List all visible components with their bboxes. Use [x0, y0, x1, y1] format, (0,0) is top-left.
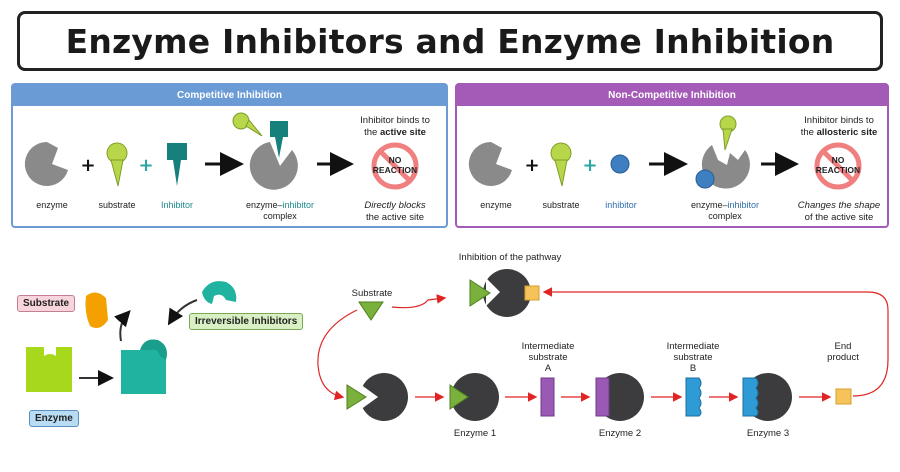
irreversible-inhibitor-icon [202, 281, 237, 304]
competitive-inhibitor-icon [167, 143, 187, 186]
noncompetitive-inhibitor-label: inhibitor [605, 200, 637, 210]
inhibited-enzyme-icon [469, 269, 540, 317]
substrate-orange-icon [85, 292, 108, 328]
noncompetitive-inhibition-panel: Non-Competitive Inhibition [455, 83, 889, 228]
substrate-triangle-icon [358, 301, 384, 321]
plus-icon: + [582, 155, 597, 176]
noncompetitive-substrate-label: substrate [542, 200, 580, 210]
noncompetitive-header: Non-Competitive Inhibition [457, 85, 887, 106]
enzyme-tag: Enzyme [29, 410, 79, 427]
plus-icon: + [524, 155, 539, 176]
enzyme-open-icon [346, 373, 408, 421]
arrow-icon [317, 309, 358, 401]
arrow-icon [391, 294, 447, 309]
plus-icon: + [80, 155, 95, 176]
arrow-icon [114, 310, 131, 342]
substrate-label: Substrate [351, 288, 393, 299]
competitive-inhibitor-label: Inhibitor [160, 200, 194, 210]
no-reaction-icon [814, 142, 862, 190]
feedback-arrow [542, 287, 889, 397]
title-box: Enzyme Inhibitors and Enzyme Inhibition [17, 11, 883, 71]
plus-icon: + [138, 155, 153, 176]
enzyme-2-label: Enzyme 2 [598, 428, 642, 439]
enzyme-2-icon [595, 373, 644, 421]
irreversible-inhibitors-tag: Irreversible Inhibitors [189, 313, 304, 330]
competitive-substrate-label: substrate [98, 200, 136, 210]
enzyme-lime-icon [26, 347, 72, 392]
page-title: Enzyme Inhibitors and Enzyme Inhibition [65, 21, 835, 61]
enzyme-icon [468, 141, 512, 186]
no-reaction-icon [371, 142, 419, 190]
substrate-tag: Substrate [17, 295, 76, 312]
enzyme-inhibitor-bound-icon [121, 339, 167, 394]
intermediate-b-icon [685, 377, 702, 417]
enzyme-3-icon [742, 373, 792, 421]
enzyme-inhibitor-complex-icon [232, 112, 298, 190]
competitive-enzyme-label: enzyme [36, 200, 68, 210]
noncompetitive-enzyme-label: enzyme [480, 200, 512, 210]
arrow-icon [167, 299, 198, 326]
enzyme-1-label: Enzyme 1 [453, 428, 497, 439]
intermediate-a-icon [540, 377, 555, 417]
substrate-icon [550, 142, 572, 187]
enzyme-icon [24, 141, 68, 186]
end-product-icon [835, 388, 852, 405]
enzyme-1-icon [449, 373, 499, 421]
enzyme-3-label: Enzyme 3 [746, 428, 790, 439]
noncompetitive-inhibitor-icon [610, 154, 630, 174]
enzyme-inhibitor-complex-icon [695, 115, 750, 189]
inhibition-of-pathway-label: Inhibition of the pathway [458, 252, 562, 263]
substrate-icon [106, 142, 128, 187]
competitive-header: Competitive Inhibition [13, 85, 446, 106]
